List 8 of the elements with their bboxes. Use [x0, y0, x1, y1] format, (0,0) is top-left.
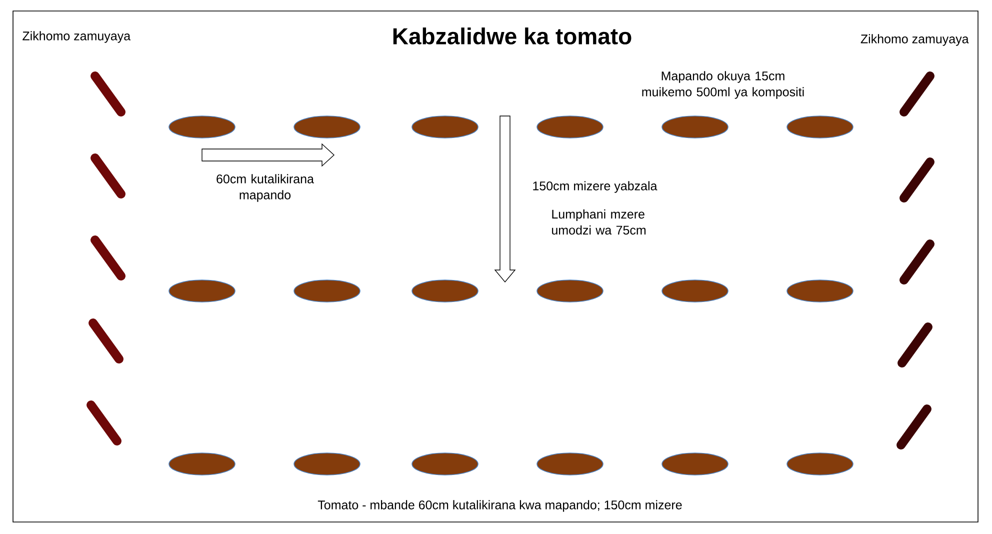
label: Zikhomo zamuyaya	[860, 34, 969, 46]
label: Zikhomo zamuyaya	[22, 31, 131, 43]
label: 150cm mizere yabzala	[533, 181, 658, 193]
caption: Tomato - mbande 60cm kutalikirana kwa mapando; 150cm mizere	[318, 500, 682, 512]
label: 60cm kutalikirana mapando	[216, 174, 314, 202]
label: Mapando okuya 15cm muikemo 500ml ya kompositi	[642, 71, 804, 99]
title: Kabzalidwe ka tomato	[393, 28, 632, 44]
label: Lumphani mzere umodzi wa 75cm	[552, 209, 646, 235]
